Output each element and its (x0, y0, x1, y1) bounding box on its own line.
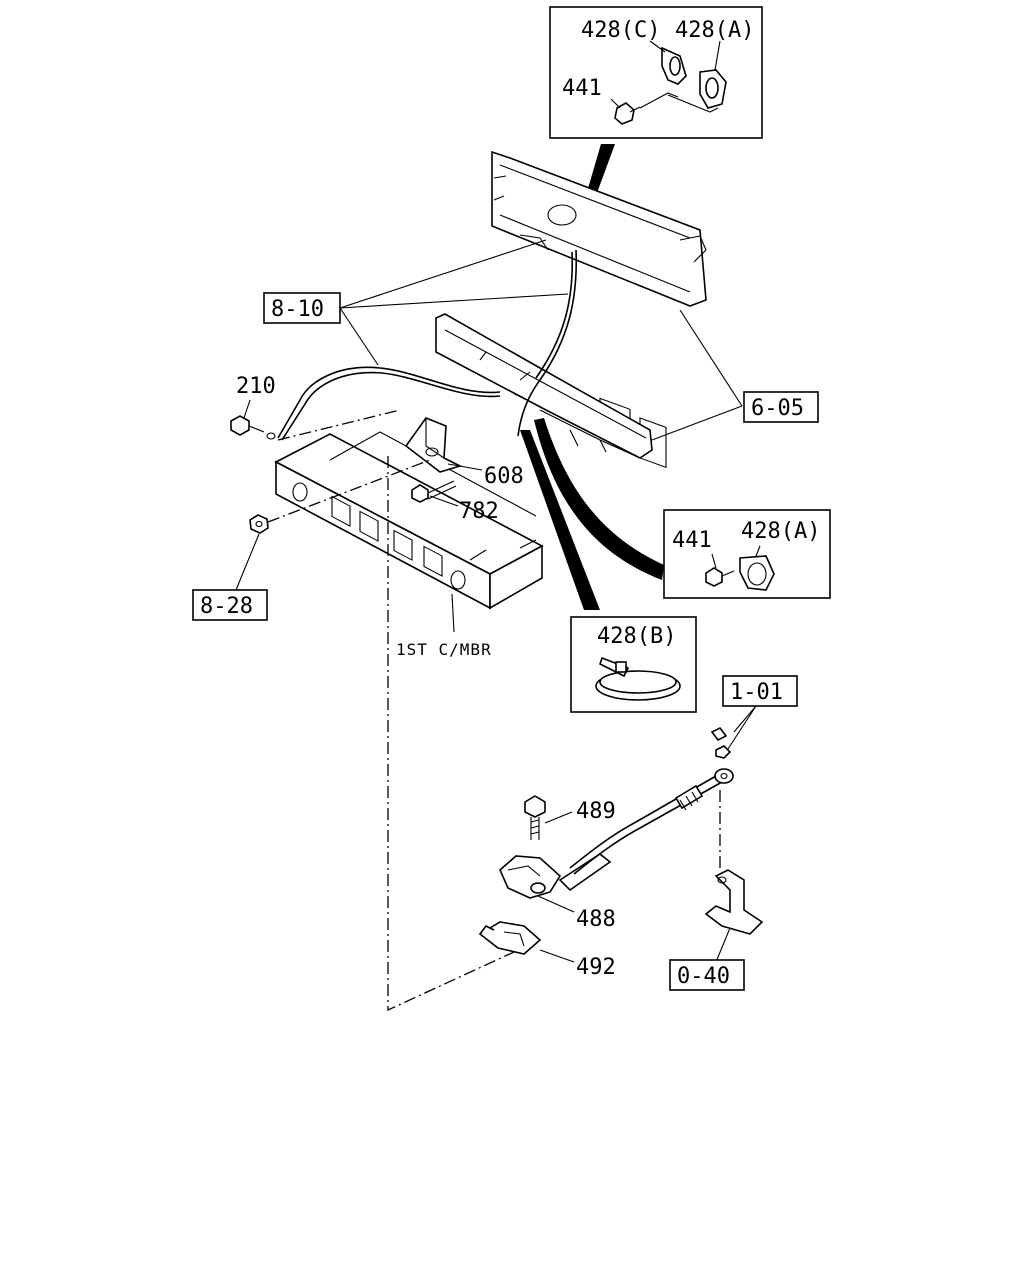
label-608: 608 (484, 464, 524, 489)
bracket-0-40-icon (704, 869, 764, 935)
harness-branch-left (277, 366, 501, 439)
bracket-492-icon (478, 921, 542, 955)
label-489: 489 (576, 799, 616, 824)
bracket-608-icon (404, 417, 463, 473)
clip-428c-icon (661, 46, 687, 85)
leader-wedge-mid (520, 430, 600, 610)
ref-box-0-40 (669, 959, 745, 991)
label-1st-cross-member: 1ST C/MBR (396, 640, 492, 659)
label-210: 210 (236, 374, 276, 399)
ref-0-40: 0-40 (677, 964, 730, 989)
label-492: 492 (576, 955, 616, 980)
leader-8-10-a (339, 239, 547, 309)
front-bumper-beam (435, 313, 653, 459)
centerline-b (277, 409, 401, 441)
ref-6-05: 6-05 (751, 396, 804, 421)
leader-8-10-c (339, 307, 379, 366)
clip-428a-icon (699, 69, 727, 109)
label-428c-top: 428(C) (581, 18, 660, 43)
wiring-harness (517, 249, 578, 437)
leader-6-05-a (679, 309, 743, 407)
label-441-top: 441 (562, 76, 602, 101)
centerline-c (387, 456, 541, 1012)
label-441-right: 441 (672, 528, 712, 553)
leader-wedge-right (534, 418, 664, 580)
clip-428a-right-icon (739, 555, 775, 591)
label-428a-right: 428(A) (741, 519, 820, 544)
leader-1-01-b (725, 705, 757, 753)
leader-0-40 (715, 927, 731, 963)
bolt-441-icon (614, 102, 641, 125)
control-cable (558, 768, 734, 892)
ref-1-01: 1-01 (730, 680, 783, 705)
label-488: 488 (576, 907, 616, 932)
clip-pin-icon (710, 726, 732, 759)
detail-box-right: 441 428(A) (663, 509, 831, 599)
ref-8-10: 8-10 (271, 297, 324, 322)
ref-box-1-01 (722, 675, 798, 707)
bracket-488-icon (499, 855, 562, 899)
first-cross-member (274, 431, 544, 610)
bolt-782-icon (411, 480, 457, 503)
bolt-489-icon (524, 795, 546, 840)
leader-6-05-b (651, 405, 743, 441)
detail-box-top: 428(C) 428(A) 441 (549, 6, 763, 139)
ref-box-8-10 (263, 292, 341, 324)
label-428b: 428(B) (597, 624, 676, 649)
bolt-441-right-icon (705, 567, 735, 587)
nut-8-28-icon (249, 514, 269, 534)
bolt-210-icon (230, 415, 276, 440)
centerline-a (267, 459, 431, 523)
ref-8-28: 8-28 (200, 594, 253, 619)
leader-1-01-a (733, 705, 757, 733)
label-428a-top: 428(A) (675, 18, 754, 43)
ref-box-8-28 (192, 589, 268, 621)
label-782: 782 (459, 499, 499, 524)
leader-8-10-b (339, 293, 569, 309)
cable-tie-428b-icon (595, 656, 681, 701)
detail-box-428b: 428(B) (570, 616, 697, 713)
ref-box-6-05 (743, 391, 819, 423)
